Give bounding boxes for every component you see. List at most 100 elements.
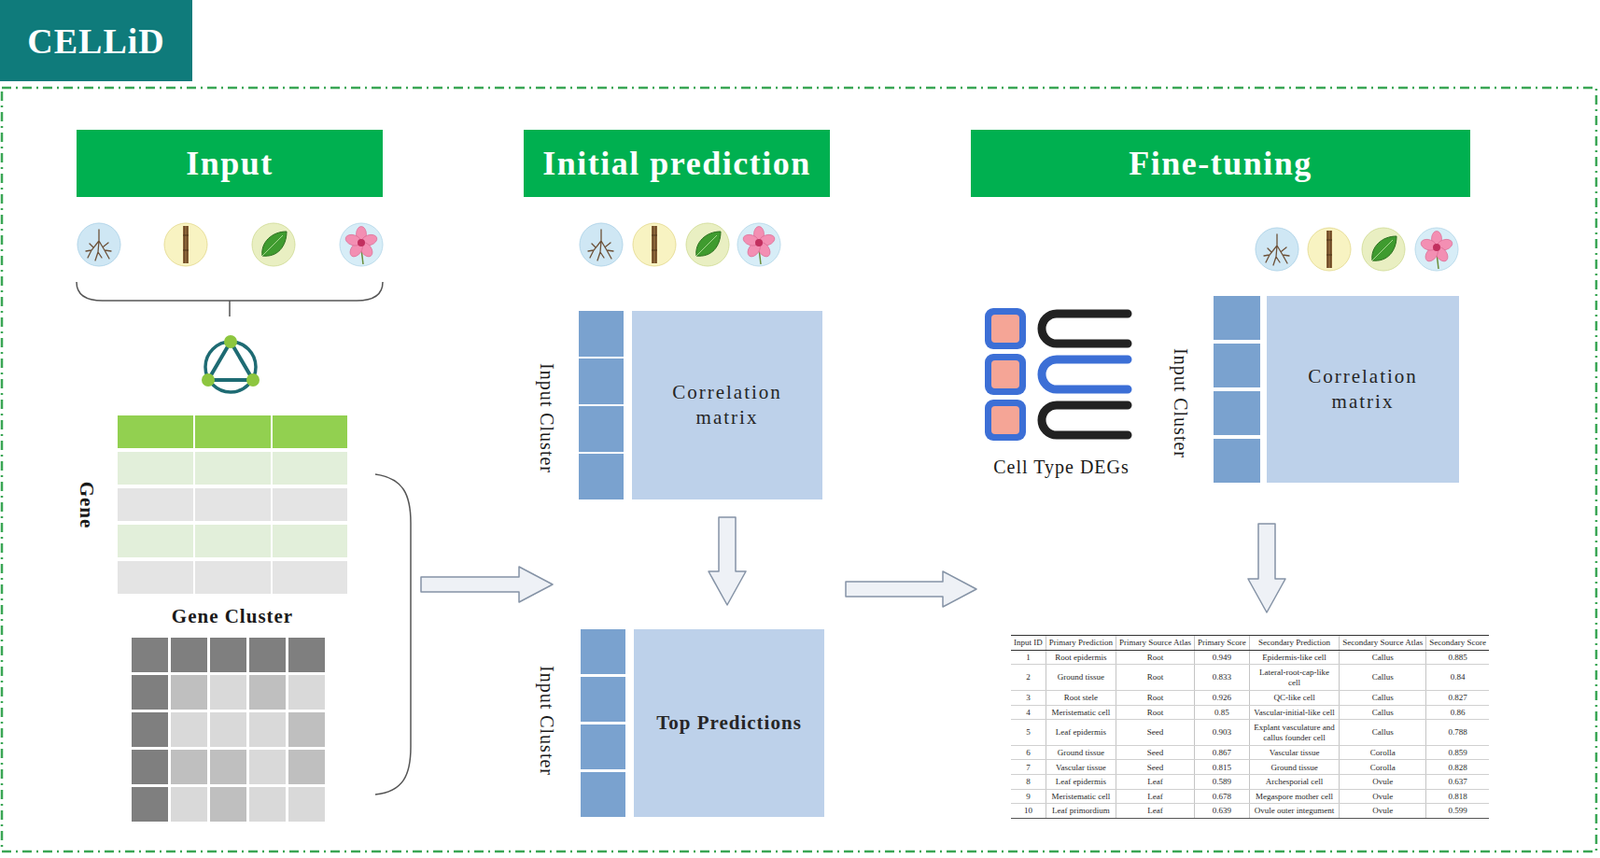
title-tab	[0, 0, 193, 82]
table-cell: Leaf epidermis	[1045, 774, 1116, 790]
node-text: Input	[185, 143, 274, 183]
table-cell: 0.788	[1426, 719, 1489, 746]
expression-matrix	[170, 749, 208, 785]
result-table: Input IDPrimary PredictionPrimary Source…	[1010, 634, 1489, 819]
table-header: Primary Prediction	[1045, 635, 1116, 651]
deg-icon	[984, 308, 1128, 441]
expression-matrix	[170, 712, 208, 747]
bracket	[375, 474, 411, 795]
table-header: Primary Source Atlas	[1116, 635, 1195, 651]
cluster-column	[578, 295, 1261, 817]
table-cell: 0.827	[1426, 689, 1489, 705]
table-cell: 4	[1010, 704, 1046, 720]
table-cell: Epidermis-like cell	[1249, 649, 1340, 665]
table-cell: Ovule outer integument	[1249, 803, 1340, 819]
gene-table	[271, 414, 349, 450]
table-cell: Lateral-root-cap-like cell	[1249, 664, 1340, 691]
table-cell: 8	[1010, 774, 1046, 790]
table-cell: Root	[1116, 704, 1195, 720]
table-cell: Ground tissue	[1045, 744, 1116, 760]
table-cell: Ground tissue	[1045, 664, 1116, 691]
expression-matrix	[170, 786, 208, 822]
table-cell: Seed	[1116, 744, 1195, 760]
table-cell: Leaf epidermis	[1045, 719, 1116, 746]
table-header: Input ID	[1010, 635, 1046, 651]
table-cell: 0.926	[1194, 689, 1250, 705]
table-row: 1Root epidermisRoot0.949Epidermis-like c…	[1010, 649, 1489, 665]
cluster-column	[578, 310, 624, 357]
table-cell: 0.867	[1194, 744, 1250, 760]
table-cell: 0.85	[1194, 704, 1250, 720]
table-cell: 1	[1010, 649, 1046, 665]
table-cell: Leaf	[1116, 774, 1195, 790]
organ-icons	[737, 223, 781, 267]
cluster-column	[580, 629, 626, 674]
node-text: Initial prediction	[542, 143, 811, 183]
expression-matrix	[249, 674, 286, 710]
deg-icon	[984, 353, 1026, 395]
table-cell: 0.885	[1426, 649, 1489, 665]
table-cell: Leaf primordium	[1045, 803, 1116, 819]
table-cell: Meristematic cell	[1045, 788, 1116, 804]
section-header: Initial prediction	[523, 129, 830, 197]
deg-icon	[991, 314, 1020, 343]
network-icon	[205, 341, 256, 393]
dashed-frame	[1, 87, 1597, 852]
table-cell: Callus	[1339, 664, 1427, 691]
table-cell: Root	[1116, 664, 1195, 691]
table-row: 6Ground tissueSeed0.867Vascular tissueCo…	[1010, 744, 1489, 760]
cluster-column	[580, 724, 626, 770]
table-cell: Seed	[1116, 759, 1195, 775]
expression-matrix	[210, 712, 247, 747]
deg-icon	[1041, 313, 1128, 344]
axis-label: Input Cluster	[535, 363, 558, 474]
expression-matrix	[288, 749, 325, 785]
expression-matrix	[210, 637, 247, 673]
table-cell: 0.678	[1194, 788, 1250, 804]
cluster-column	[1213, 343, 1261, 388]
table-cell: Callus	[1339, 704, 1427, 720]
expression-matrix	[210, 786, 247, 822]
table-cell: Ovule	[1339, 803, 1427, 819]
icon-label: Cell Type DEGs	[993, 456, 1130, 478]
table-cell: 5	[1010, 719, 1046, 746]
gene-table	[271, 450, 349, 486]
organ-icons	[252, 223, 295, 267]
table-cell: Explant vasculature and callus founder c…	[1249, 719, 1340, 746]
expression-matrix	[249, 712, 286, 747]
table-cell: 0.818	[1426, 788, 1489, 804]
network-icon	[246, 373, 260, 387]
table-row: 3Root steleRoot0.926QC-like cellCallus0.…	[1010, 689, 1489, 705]
deg-icon	[1041, 313, 1128, 436]
table-cell: QC-like cell	[1249, 689, 1340, 705]
network-icon	[201, 373, 215, 387]
table-cell: 9	[1010, 788, 1046, 804]
gene-table	[194, 560, 272, 595]
expression-matrix	[170, 637, 208, 673]
gene-table	[116, 414, 349, 595]
table-cell: Corolla	[1339, 759, 1427, 775]
expression-matrix	[131, 786, 169, 822]
gene-table	[116, 414, 195, 450]
table-header: Primary Score	[1194, 635, 1250, 651]
organ-icons	[1415, 227, 1459, 271]
flow-arrow	[1248, 523, 1286, 613]
table-cell: Ovule	[1339, 788, 1427, 804]
organ-icons	[1307, 227, 1351, 271]
organ-icons	[579, 223, 623, 267]
organ-icons	[77, 223, 1459, 271]
table-cell: 0.949	[1194, 649, 1250, 665]
table-cell: Ovule	[1339, 774, 1427, 790]
cluster-column	[580, 771, 626, 817]
matrix-box: Top Predictions	[633, 629, 825, 817]
expression-matrix	[131, 637, 169, 673]
table-cell: 0.589	[1194, 774, 1250, 790]
table-cell: Vascular-initial-like cell	[1249, 704, 1340, 720]
node-text: Top Predictions	[656, 711, 802, 735]
table-cell: Vascular tissue	[1249, 744, 1340, 760]
table-cell: Root epidermis	[1045, 649, 1116, 665]
axis-label: Input Cluster	[1169, 348, 1192, 459]
cluster-column	[578, 406, 624, 452]
node-text: Correlation matrix	[1292, 364, 1433, 416]
